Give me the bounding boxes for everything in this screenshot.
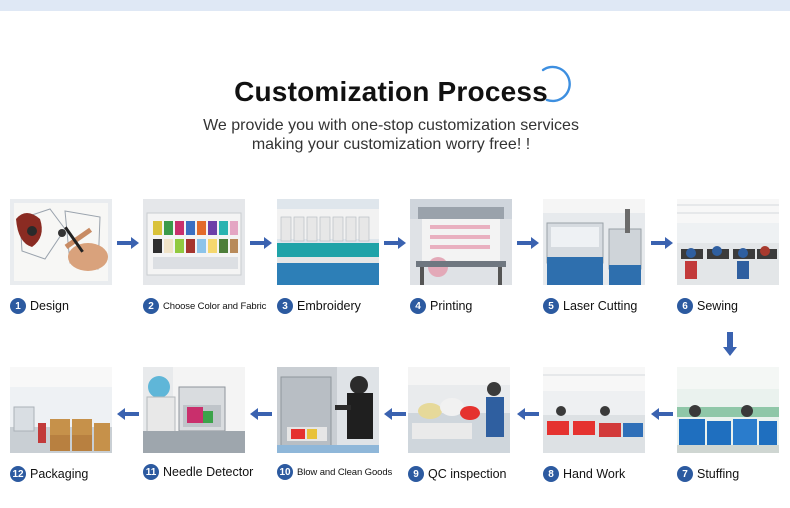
arrow-right-icon <box>250 237 272 249</box>
subtitle-line-1: We provide you with one-stop customizati… <box>203 117 579 134</box>
subtitle-line-2: making your customization worry free! ! <box>251 136 531 153</box>
step-label-text: Needle Detector <box>163 465 254 479</box>
embroidery-machine-photo <box>277 199 379 285</box>
step-label: 4 Printing <box>410 298 472 314</box>
hand-work-photo <box>543 367 645 453</box>
step-label: 12 Packaging <box>10 466 88 482</box>
step-label: 6 Sewing <box>677 298 738 314</box>
printing-machine-photo <box>410 199 512 285</box>
packaging-photo <box>10 367 112 453</box>
arrow-left-icon <box>250 408 272 420</box>
step-number-badge: 7 <box>677 466 693 482</box>
step-label-text: Choose Color and Fabric <box>163 300 267 312</box>
step-label-text: Sewing <box>697 299 738 313</box>
step-number-badge: 6 <box>677 298 693 314</box>
step-label: 9 QC inspection <box>408 466 507 482</box>
step-number-badge: 4 <box>410 298 426 314</box>
step-label-text: Hand Work <box>563 467 626 481</box>
step-number-badge: 5 <box>543 298 559 314</box>
step-label-text: Printing <box>430 299 473 313</box>
step-label-text: Embroidery <box>297 299 361 313</box>
step-label-text: Design <box>30 299 69 313</box>
step-label-text: Packaging <box>30 467 89 481</box>
arrow-right-icon <box>384 237 406 249</box>
step-number-badge: 10 <box>277 464 293 480</box>
laser-cutter-photo <box>543 199 645 285</box>
step-number-badge: 9 <box>408 466 424 482</box>
step-number-badge: 11 <box>143 464 159 480</box>
step-label: 2 Choose Color and Fabric <box>143 298 266 314</box>
arrow-left-icon <box>117 408 139 420</box>
step-label-text: Laser Cutting <box>563 299 638 313</box>
decorative-arc-icon <box>541 65 571 103</box>
needle-detector-photo <box>143 367 245 453</box>
step-label: 10 Blow and Clean Goods <box>277 464 392 480</box>
step-number-badge: 3 <box>277 298 293 314</box>
blow-clean-photo <box>277 367 379 453</box>
arrow-right-icon <box>117 237 139 249</box>
step-label: 11 Needle Detector <box>143 464 253 480</box>
step-label: 1 Design <box>10 298 69 314</box>
step-number-badge: 1 <box>10 298 26 314</box>
step-label-text: QC inspection <box>428 467 507 481</box>
arrow-left-icon <box>651 408 673 420</box>
step-label-text: Blow and Clean Goods <box>297 466 393 478</box>
arrow-right-icon <box>517 237 539 249</box>
top-banner-strip <box>0 0 790 11</box>
step-label: 7 Stuffing <box>677 466 739 482</box>
step-label-text: Stuffing <box>697 467 740 481</box>
step-number-badge: 12 <box>10 466 26 482</box>
step-label: 3 Embroidery <box>277 298 361 314</box>
arrow-left-icon <box>384 408 406 420</box>
arrow-right-icon <box>651 237 673 249</box>
design-photo <box>10 199 112 285</box>
arrow-down-icon <box>723 332 737 356</box>
sewing-workshop-photo <box>677 199 779 285</box>
arrow-left-icon <box>517 408 539 420</box>
page-title: Customization Process <box>234 76 548 107</box>
step-label: 8 Hand Work <box>543 466 625 482</box>
step-number-badge: 2 <box>143 298 159 314</box>
stuffing-workshop-photo <box>677 367 779 453</box>
fabric-swatches-photo <box>143 199 245 285</box>
qc-inspection-photo <box>408 367 510 453</box>
step-label: 5 Laser Cutting <box>543 298 637 314</box>
step-number-badge: 8 <box>543 466 559 482</box>
